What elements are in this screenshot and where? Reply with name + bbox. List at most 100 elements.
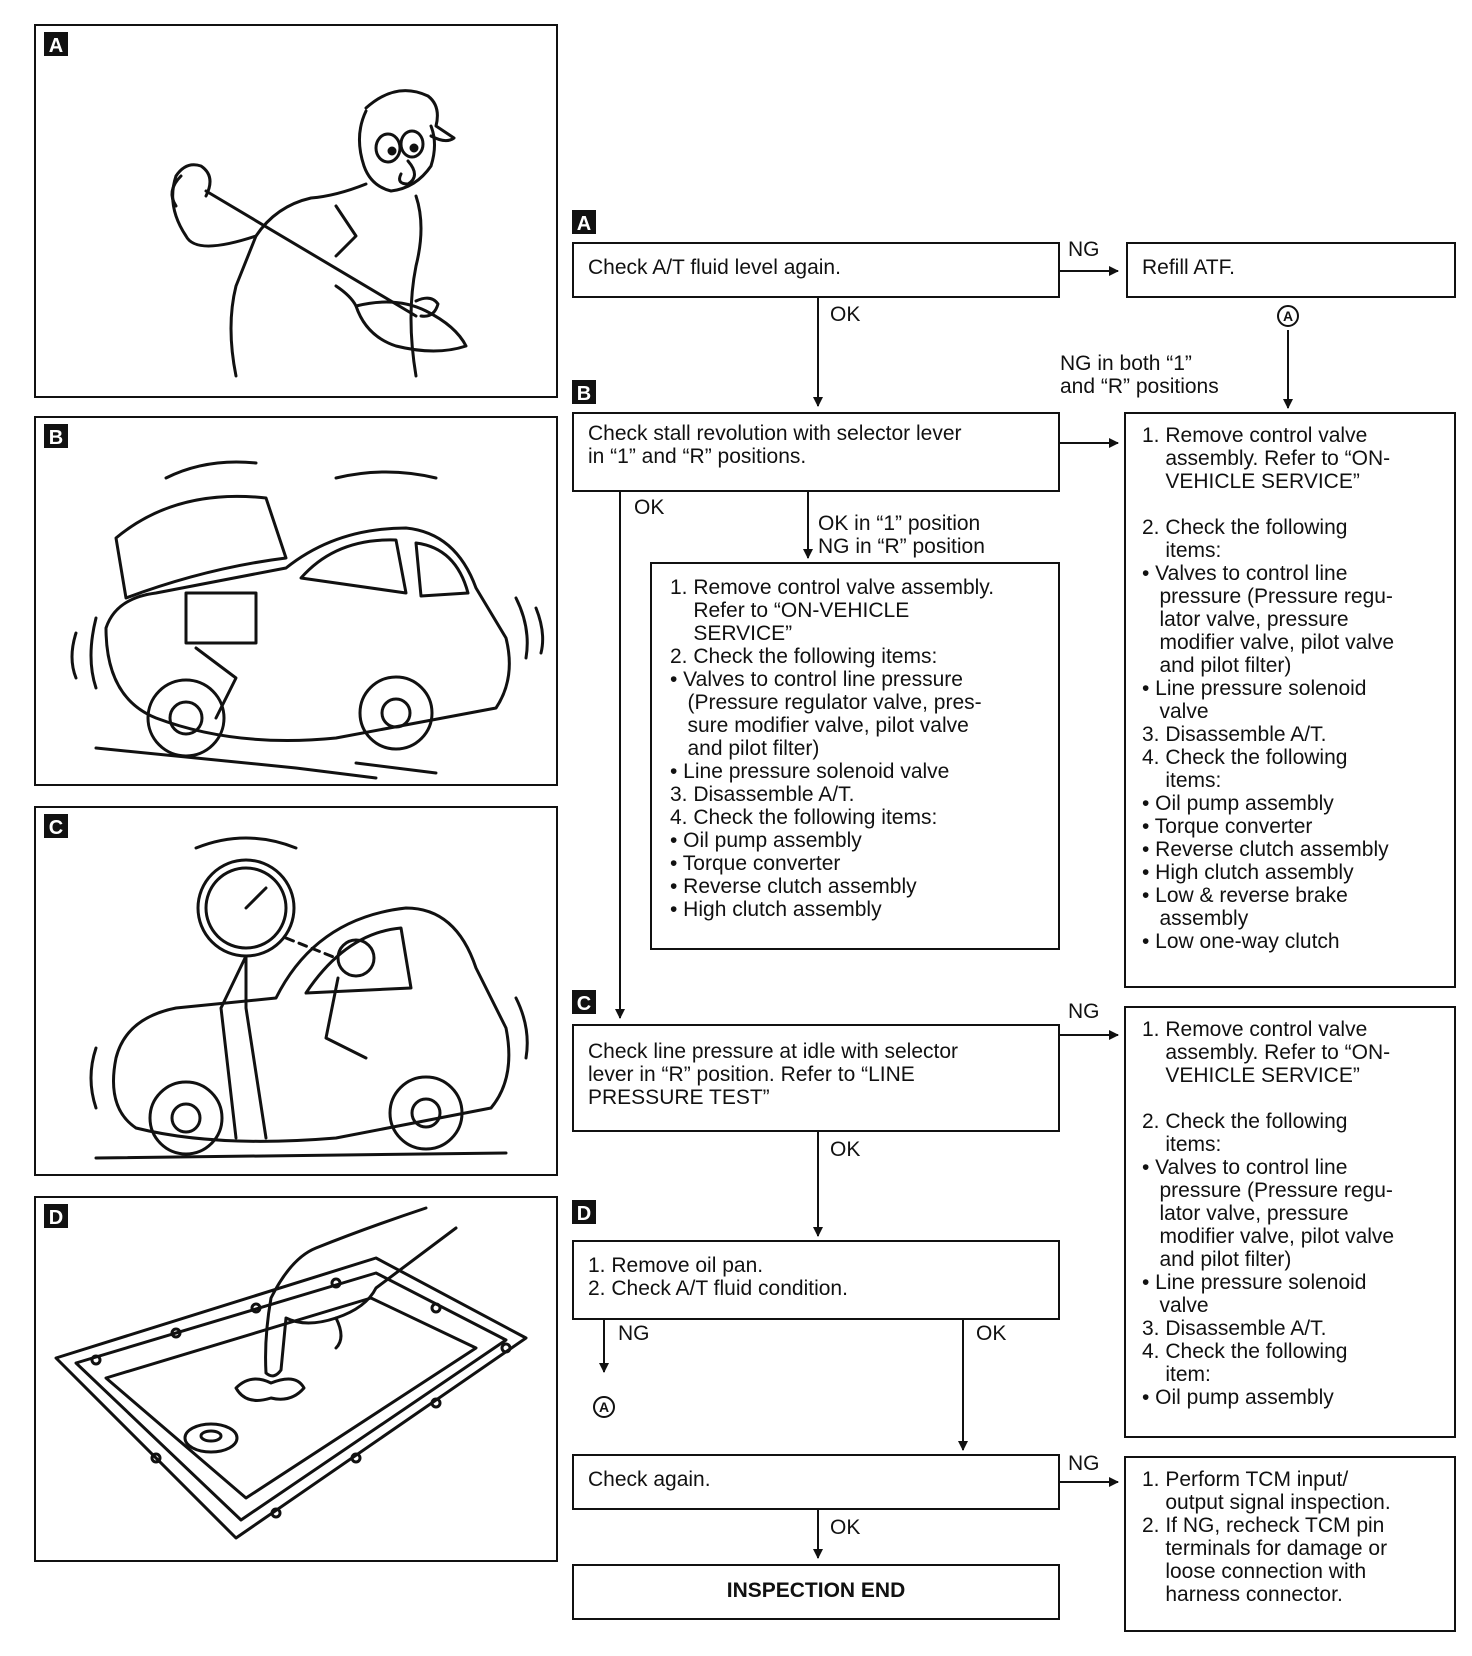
checklist-line: harness connector. [1142, 1583, 1343, 1606]
illustration-panel-b: B [34, 416, 558, 786]
right-mid-checklist-lines: 1. Remove control valve assembly. Refer … [1142, 1018, 1438, 1409]
oil-pan-inspection-illustration [54, 1206, 528, 1540]
checklist-line: • Reverse clutch assembly [1142, 838, 1389, 861]
label-ok-pan: OK [976, 1322, 1007, 1345]
checklist-line: 4. Check the following [1142, 1340, 1348, 1363]
right-top-checklist-lines: 1. Remove control valve assembly. Refer … [1142, 424, 1438, 953]
label-ok-stall: OK [634, 496, 665, 519]
flow-tag-c: C [572, 990, 596, 1015]
check-again-box: Check again. [572, 1454, 1060, 1510]
right-top-checklist-box: 1. Remove control valve assembly. Refer … [1124, 412, 1456, 988]
middle-checklist-lines: 1. Remove control valve assembly. Refer … [670, 576, 1040, 921]
stall-check-box: Check stall revolution with selector lev… [572, 412, 1060, 492]
checklist-line: 1. Remove control valve assembly. [670, 576, 995, 599]
refill-atf-text: Refill ATF. [1142, 256, 1235, 279]
checklist-line [1142, 1087, 1438, 1110]
checklist-line: and pilot filter) [670, 737, 820, 760]
illustration-panel-d: D [34, 1196, 558, 1562]
checklist-line: items: [1142, 1133, 1222, 1156]
checklist-line: • Valves to control line [1142, 1156, 1348, 1179]
checklist-line: • Low one-way clutch [1142, 930, 1340, 953]
flow-tag-d: D [572, 1200, 596, 1225]
checklist-line: SERVICE” [670, 622, 793, 645]
checklist-line: 2. If NG, recheck TCM pin [1142, 1514, 1385, 1537]
label-ng-fluid: NG [1068, 238, 1100, 261]
refill-atf-box: Refill ATF. [1126, 242, 1456, 298]
oil-pan-box: 1. Remove oil pan. 2. Check A/T fluid co… [572, 1240, 1060, 1320]
checklist-line: lator valve, pressure [1142, 608, 1349, 631]
right-bottom-checklist-lines: 1. Perform TCM input/ output signal insp… [1142, 1468, 1438, 1606]
check-fluid-box: Check A/T fluid level again. [572, 242, 1060, 298]
checklist-line: • Oil pump assembly [1142, 1386, 1334, 1409]
car-line-pressure-gauge-illustration [89, 836, 529, 1160]
checklist-line: lator valve, pressure [1142, 1202, 1349, 1225]
checklist-line: • Torque converter [1142, 815, 1313, 838]
checklist-line: • Line pressure solenoid [1142, 677, 1367, 700]
label-ok-fluid: OK [830, 303, 861, 326]
checklist-line: • High clutch assembly [670, 898, 882, 921]
panel-tag-b: B [44, 424, 68, 449]
checklist-line: • Line pressure solenoid [1142, 1271, 1367, 1294]
checklist-line: pressure (Pressure regu- [1142, 1179, 1393, 1202]
checklist-line: assembly [1142, 907, 1249, 930]
checklist-line: 1. Perform TCM input/ [1142, 1468, 1349, 1491]
checklist-line: item: [1142, 1363, 1211, 1386]
checklist-line: assembly. Refer to “ON- [1142, 447, 1391, 470]
checklist-line: • Reverse clutch assembly [670, 875, 917, 898]
checklist-line: items: [1142, 539, 1222, 562]
checklist-line: • Oil pump assembly [670, 829, 862, 852]
check-fluid-text: Check A/T fluid level again. [588, 256, 841, 279]
checklist-line: pressure (Pressure regu- [1142, 585, 1393, 608]
illustration-panel-a: A [34, 24, 558, 398]
checklist-line: • Low & reverse brake [1142, 884, 1348, 907]
checklist-line: 3. Disassemble A/T. [1142, 1317, 1327, 1340]
checklist-line: • Line pressure solenoid valve [670, 760, 950, 783]
panel-tag-a: A [44, 32, 68, 57]
mechanic-checking-dipstick-illustration [170, 89, 468, 378]
checklist-line: assembly. Refer to “ON- [1142, 1041, 1391, 1064]
checklist-line: 4. Check the following items: [670, 806, 938, 829]
flow-tag-b: B [572, 380, 596, 405]
stall-check-text: Check stall revolution with selector lev… [588, 422, 962, 468]
label-ok1-ngr: OK in “1” position NG in “R” position [818, 512, 985, 558]
right-bottom-checklist-box: 1. Perform TCM input/ output signal insp… [1124, 1456, 1456, 1632]
checklist-line: • Valves to control line [1142, 562, 1348, 585]
checklist-line: sure modifier valve, pilot valve [670, 714, 969, 737]
checklist-line: modifier valve, pilot valve [1142, 1225, 1395, 1248]
car-stall-test-illustration [70, 460, 545, 780]
label-ok-line: OK [830, 1138, 861, 1161]
label-ng-again: NG [1068, 1452, 1100, 1475]
checklist-line: 2. Check the following [1142, 516, 1348, 539]
checklist-line: 2. Check the following items: [670, 645, 938, 668]
oil-pan-text: 1. Remove oil pan. 2. Check A/T fluid co… [588, 1254, 848, 1300]
checklist-line: • Valves to control line pressure [670, 668, 963, 691]
flow-tag-a: A [572, 210, 596, 235]
checklist-line: Refer to “ON-VEHICLE [670, 599, 910, 622]
checklist-line: terminals for damage or [1142, 1537, 1388, 1560]
checklist-line: output signal inspection. [1142, 1491, 1391, 1514]
line-pressure-check-text: Check line pressure at idle with selecto… [588, 1040, 959, 1109]
inspection-end-box: INSPECTION END [572, 1564, 1060, 1620]
checklist-line: 1. Remove control valve [1142, 1018, 1368, 1041]
checklist-line: 4. Check the following [1142, 746, 1348, 769]
checklist-line: and pilot filter) [1142, 1248, 1292, 1271]
checklist-line: • High clutch assembly [1142, 861, 1354, 884]
label-ng-line: NG [1068, 1000, 1100, 1023]
panel-tag-c: C [44, 814, 68, 839]
checklist-line: valve [1142, 1294, 1209, 1317]
checklist-line: valve [1142, 700, 1209, 723]
checklist-line [1142, 493, 1438, 516]
illustration-panel-c: C [34, 806, 558, 1176]
connector-circle-a-bottom: A [593, 1396, 615, 1418]
label-ok-again: OK [830, 1516, 861, 1539]
checklist-line: VEHICLE SERVICE” [1142, 470, 1360, 493]
checklist-line: VEHICLE SERVICE” [1142, 1064, 1360, 1087]
checklist-line: 3. Disassemble A/T. [1142, 723, 1327, 746]
checklist-line: (Pressure regulator valve, pres- [670, 691, 982, 714]
right-mid-checklist-box: 1. Remove control valve assembly. Refer … [1124, 1006, 1456, 1438]
checklist-line: 2. Check the following [1142, 1110, 1348, 1133]
inspection-end-text: INSPECTION END [726, 1579, 906, 1602]
connector-circle-a-top: A [1277, 305, 1299, 327]
checklist-line: loose connection with [1142, 1560, 1367, 1583]
